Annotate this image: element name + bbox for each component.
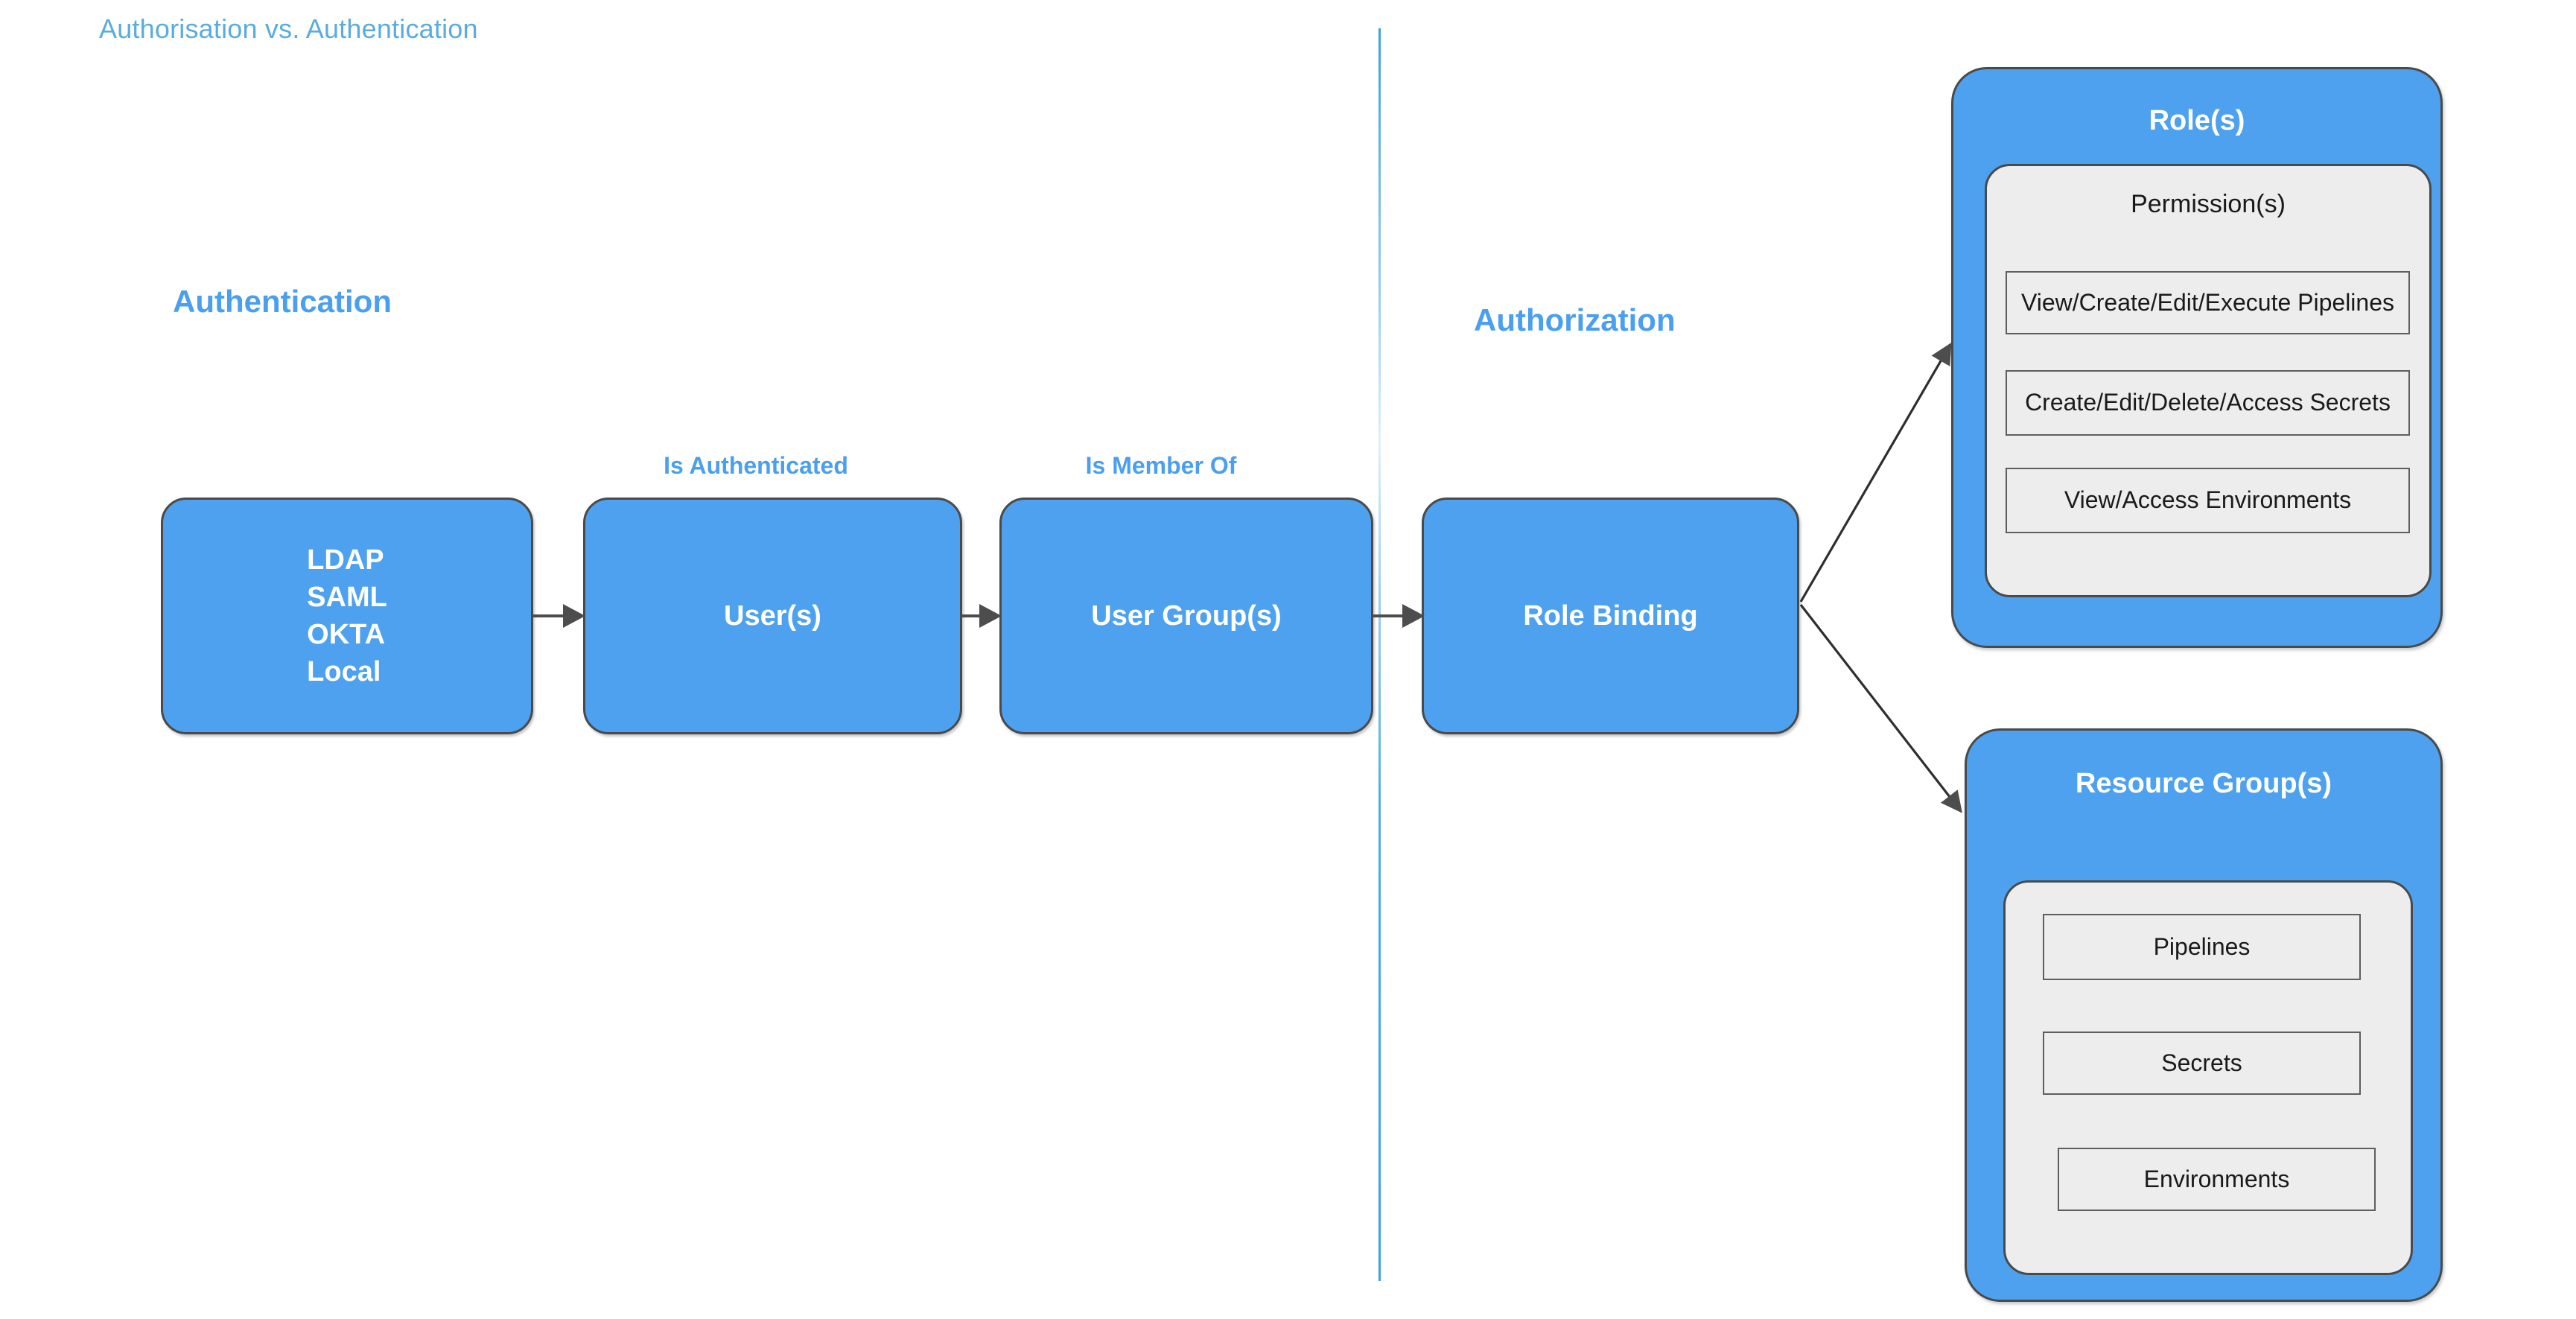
- identity-provider-item: SAML: [307, 581, 387, 613]
- permission-chip[interactable]: View/Access Environments: [2006, 468, 2410, 533]
- branch-arrows: [1799, 342, 1962, 813]
- node-user-groups-label: User Group(s): [1091, 600, 1282, 632]
- panel-resource-groups-title: Resource Group(s): [2075, 768, 2332, 799]
- node-role-binding[interactable]: Role Binding: [1422, 498, 1799, 734]
- arrow-head-icon: [979, 604, 1002, 628]
- section-label-authorization: Authorization: [1474, 302, 1676, 337]
- arrow-idp-to-users: [533, 601, 585, 631]
- identity-provider-item: Local: [307, 656, 381, 688]
- edge-caption-is-member-of: Is Member Of: [1085, 452, 1237, 479]
- panel-permissions-title: Permission(s): [2131, 190, 2286, 218]
- arrow-role-binding-to-resource-groups: [1799, 604, 1962, 813]
- arrow-shaft: [533, 614, 565, 617]
- node-user-groups[interactable]: User Group(s): [999, 498, 1373, 734]
- node-users[interactable]: User(s): [583, 498, 962, 734]
- panel-roles-title: Role(s): [2149, 105, 2245, 136]
- resource-chip[interactable]: Pipelines: [2043, 914, 2361, 980]
- identity-provider-item: LDAP: [307, 544, 384, 576]
- resource-chip[interactable]: Secrets: [2043, 1032, 2361, 1095]
- identity-provider-item: OKTA: [307, 619, 386, 650]
- section-label-authentication: Authentication: [173, 284, 392, 319]
- arrow-users-to-user-groups: [962, 601, 1002, 631]
- edge-caption-is-authenticated: Is Authenticated: [664, 452, 848, 479]
- resource-chip[interactable]: Environments: [2058, 1148, 2376, 1211]
- identity-provider-list: LDAP SAML OKTA Local: [307, 541, 387, 691]
- arrow-user-groups-to-role-binding: [1373, 601, 1425, 631]
- page-title: Authorisation vs. Authentication: [99, 13, 478, 44]
- arrow-role-binding-to-roles: [1799, 342, 1952, 603]
- arrow-head-icon: [563, 604, 585, 628]
- node-users-label: User(s): [724, 600, 821, 632]
- permission-chip[interactable]: View/Create/Edit/Execute Pipelines: [2006, 271, 2410, 334]
- arrow-shaft: [962, 614, 981, 617]
- node-role-binding-label: Role Binding: [1523, 600, 1698, 632]
- permission-chip[interactable]: Create/Edit/Delete/Access Secrets: [2006, 370, 2410, 436]
- node-identity-providers[interactable]: LDAP SAML OKTA Local: [161, 498, 533, 734]
- section-divider: [1378, 28, 1381, 1281]
- arrow-shaft: [1373, 614, 1404, 617]
- arrow-head-icon: [1402, 604, 1425, 628]
